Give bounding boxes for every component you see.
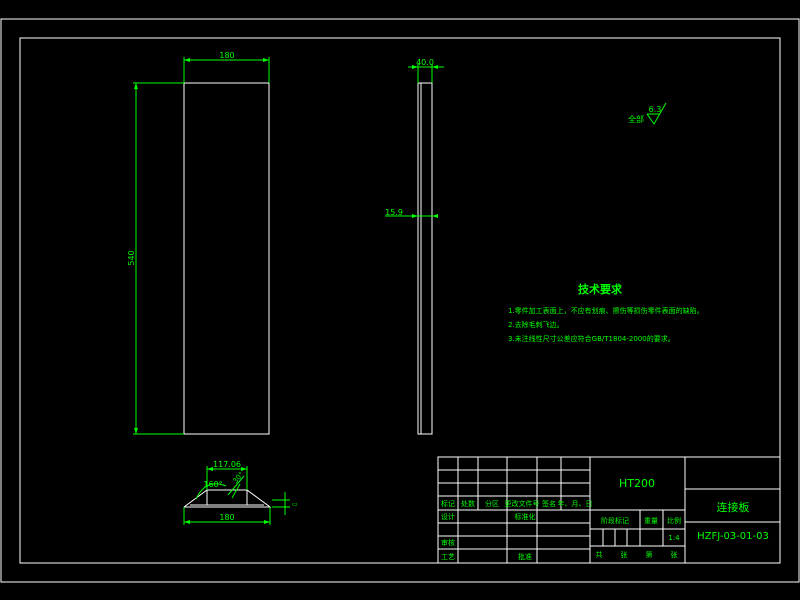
tech-item-3: 3.未注线性尺寸公差应符合GB/T1804-2000的要求。 — [508, 334, 675, 343]
rev-header-sign: 签名 — [542, 499, 556, 508]
rev-header-count: 处数 — [461, 499, 475, 508]
process-label: 工艺 — [441, 553, 455, 561]
rev-header-zone: 分区 — [485, 499, 499, 508]
rev-header-date: 年、月、日 — [558, 499, 593, 508]
drawing-number: HZFJ-03-01-03 — [697, 531, 769, 542]
stage-mark-label: 阶段标记 — [601, 516, 629, 525]
part-name: 连接板 — [717, 500, 750, 514]
side-outline — [417, 82, 433, 435]
review-label: 审核 — [441, 538, 455, 547]
side-view: 40.0 15.9 — [385, 58, 444, 435]
scale-label: 比例 — [667, 516, 681, 525]
approve-label: 批准 — [518, 552, 532, 561]
inner-border — [19, 37, 781, 564]
side-thickness-label: 40.0 — [416, 58, 434, 67]
scale-value: 1:4 — [668, 534, 680, 542]
bottom-angle-label: 160° — [203, 480, 222, 489]
tech-title: 技术要求 — [578, 282, 623, 296]
rev-header-file: 更改文件号 — [505, 499, 540, 508]
sheet-current-prefix: 第 — [646, 550, 653, 559]
bottom-view: 117.06 180 160° 30° ▭ — [183, 460, 298, 525]
front-width-label: 180 — [219, 51, 234, 60]
weight-label: 重量 — [644, 517, 658, 525]
bottom-outline — [183, 489, 272, 508]
sheet-total-prefix: 共 — [596, 550, 603, 559]
title-block: HT200 连接板 HZFJ-03-01-03 阶段标记 重量 比例 1:4 共… — [437, 456, 781, 564]
rev-header-mark: 标记 — [441, 499, 455, 508]
sheet-total-suffix: 张 — [621, 550, 628, 559]
roughness-value: 6.3 — [649, 105, 662, 114]
front-outline — [183, 82, 270, 435]
front-view: 180 540 — [127, 51, 270, 435]
outer-border — [0, 18, 800, 583]
material-label: HT200 — [619, 477, 655, 490]
bottom-top-label: 117.06 — [213, 460, 241, 469]
bottom-width-label: 180 — [219, 513, 234, 522]
sheet-current-suffix: 张 — [671, 550, 678, 559]
side-mid-label: 15.9 — [385, 208, 403, 217]
roughness-symbol: 6.3 全部 — [628, 102, 667, 125]
roughness-label: 全部 — [628, 114, 644, 124]
bottom-chamfer-label: 30° — [231, 470, 245, 485]
front-height-label: 540 — [127, 250, 136, 265]
bottom-small-dim: ▭ — [292, 501, 298, 508]
standardize-label: 标准化 — [515, 512, 536, 521]
tech-requirements: 技术要求 1.零件加工表面上，不应有划痕、擦伤等损伤零件表面的缺陷。 2.去除毛… — [508, 282, 704, 343]
design-label: 设计 — [441, 512, 455, 521]
tech-item-1: 1.零件加工表面上，不应有划痕、擦伤等损伤零件表面的缺陷。 — [508, 306, 704, 315]
tech-item-2: 2.去除毛刺飞边。 — [508, 320, 564, 329]
